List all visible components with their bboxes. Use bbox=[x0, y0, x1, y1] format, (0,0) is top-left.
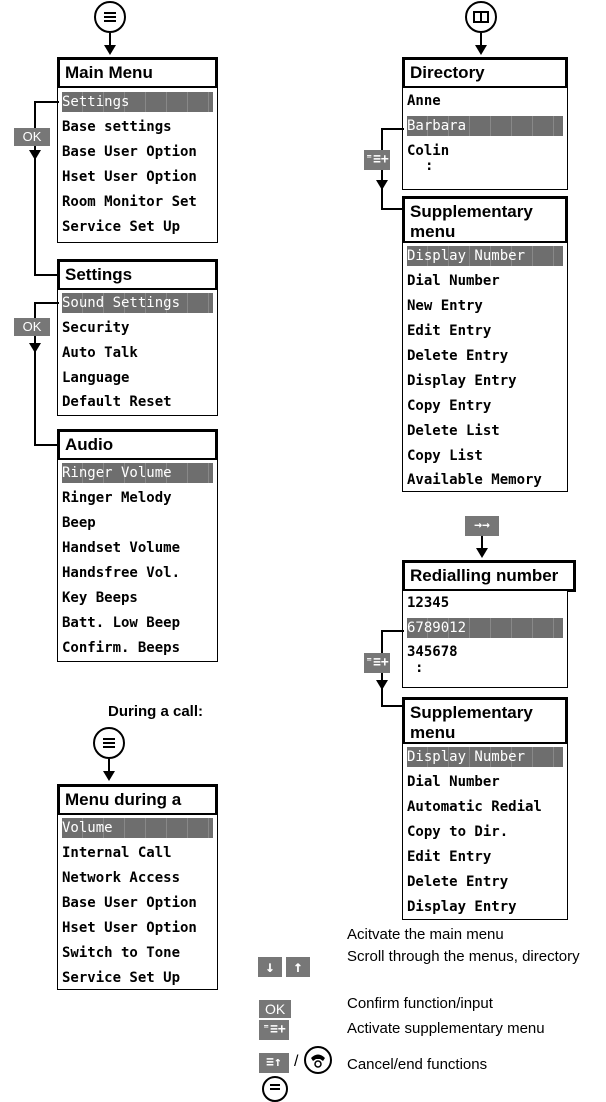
menu-item[interactable]: Display Number bbox=[407, 246, 563, 266]
directory-entry[interactable]: Barbara bbox=[407, 116, 563, 136]
directory-title: Directory bbox=[402, 57, 568, 89]
menu-item[interactable]: Internal Call bbox=[62, 845, 172, 861]
redial-number: : bbox=[415, 660, 424, 676]
menu-item[interactable]: Base User Option bbox=[62, 895, 197, 911]
supplementary-menu-icon: ⁼≡+ bbox=[259, 1020, 289, 1040]
legend-confirm: Confirm function/input bbox=[347, 995, 493, 1012]
menu-item[interactable]: Delete Entry bbox=[407, 348, 509, 364]
during-call-label: During a call: bbox=[108, 703, 204, 720]
settings-menu-title: Settings bbox=[57, 259, 218, 291]
menu-item[interactable]: Hset User Option bbox=[62, 169, 197, 185]
menu-item[interactable]: Room Monitor Set bbox=[62, 194, 197, 210]
ok-key[interactable]: OK bbox=[14, 128, 50, 146]
menu-item[interactable]: Sound Settings bbox=[62, 293, 213, 313]
menu-item[interactable]: Auto Talk bbox=[62, 345, 138, 361]
audio-menu-list: Ringer Volume Ringer Melody Beep Handset… bbox=[57, 459, 218, 662]
main-menu-title: Main Menu bbox=[57, 57, 218, 89]
down-arrow-key[interactable]: ↓ bbox=[258, 957, 282, 977]
supplementary-menu-list: Display Number Dial Number Automatic Red… bbox=[402, 743, 568, 920]
call-menu-title: Menu during a call bbox=[57, 784, 218, 829]
menu-item[interactable]: Copy to Dir. bbox=[407, 824, 509, 840]
redial-number[interactable]: 6789012 bbox=[407, 618, 563, 638]
up-arrow-key[interactable]: ↑ bbox=[286, 957, 310, 977]
slash-separator: / bbox=[294, 1053, 299, 1070]
cancel-menu-icon: ≡↑ bbox=[259, 1053, 289, 1073]
redial-title: Redialling number bbox=[402, 560, 576, 592]
menu-item[interactable]: Network Access bbox=[62, 870, 181, 886]
menu-item[interactable]: Hset User Option bbox=[62, 920, 197, 936]
settings-menu-list: Sound Settings Security Auto Talk Langua… bbox=[57, 289, 218, 416]
menu-item[interactable]: Base User Option bbox=[62, 144, 197, 160]
supplementary-menu-key[interactable]: ⁼≡+ bbox=[364, 653, 390, 673]
menu-item[interactable]: Settings bbox=[62, 92, 213, 112]
directory-entry: : bbox=[425, 158, 434, 174]
menu-item[interactable]: Confirm. Beeps bbox=[62, 640, 181, 656]
menu-item[interactable]: Edit Entry bbox=[407, 323, 492, 339]
audio-menu-title: Audio bbox=[57, 429, 218, 461]
legend-scroll: Scroll through the menus, directory bbox=[347, 948, 580, 965]
menu-item[interactable]: Volume bbox=[62, 818, 213, 838]
book-key-icon[interactable] bbox=[465, 1, 497, 33]
legend-main-menu: Acitvate the main menu bbox=[347, 926, 504, 943]
menu-item[interactable]: Service Set Up bbox=[62, 970, 181, 986]
supplementary-menu-title: Supplementary menu bbox=[402, 697, 568, 745]
directory-list: Anne Barbara Colin : bbox=[402, 87, 568, 190]
redial-number[interactable]: 345678 bbox=[407, 644, 458, 660]
end-call-icon bbox=[304, 1046, 332, 1074]
redial-key[interactable]: →→ bbox=[465, 516, 499, 536]
menu-item[interactable]: Key Beeps bbox=[62, 590, 138, 606]
menu-key-icon[interactable] bbox=[94, 1, 126, 33]
menu-item[interactable]: Delete List bbox=[407, 423, 500, 439]
legend-cancel: Cancel/end functions bbox=[347, 1056, 488, 1073]
menu-key-icon[interactable] bbox=[93, 727, 125, 759]
menu-item[interactable]: New Entry bbox=[407, 298, 483, 314]
menu-item[interactable]: Available Memory bbox=[407, 472, 542, 488]
directory-entry[interactable]: Anne bbox=[407, 93, 441, 109]
menu-item[interactable]: Copy Entry bbox=[407, 398, 492, 414]
ok-key[interactable]: OK bbox=[14, 318, 50, 336]
menu-item[interactable]: Display Entry bbox=[407, 373, 517, 389]
menu-item[interactable]: Ringer Melody bbox=[62, 490, 172, 506]
menu-item[interactable]: Base settings bbox=[62, 119, 172, 135]
menu-item[interactable]: Dial Number bbox=[407, 774, 500, 790]
menu-item[interactable]: Batt. Low Beep bbox=[62, 615, 181, 631]
menu-item[interactable]: Display Entry bbox=[407, 899, 517, 915]
menu-item[interactable]: Default Reset bbox=[62, 394, 172, 410]
main-menu-list: Settings Base settings Base User Option … bbox=[57, 87, 218, 243]
call-menu-list: Volume Internal Call Network Access Base… bbox=[57, 814, 218, 990]
ok-key-icon: OK bbox=[259, 1000, 292, 1018]
redial-list: 12345 6789012 345678 : bbox=[402, 590, 568, 688]
menu-item[interactable]: Edit Entry bbox=[407, 849, 492, 865]
menu-item[interactable]: Display Number bbox=[407, 747, 563, 767]
supplementary-menu-key[interactable]: ⁼≡+ bbox=[364, 150, 390, 170]
supplementary-menu-list: Display Number Dial Number New Entry Edi… bbox=[402, 242, 568, 492]
menu-item[interactable]: Handset Volume bbox=[62, 540, 181, 556]
menu-item[interactable]: Handsfree Vol. bbox=[62, 565, 181, 581]
menu-item[interactable]: Security bbox=[62, 320, 130, 336]
directory-entry[interactable]: Colin bbox=[407, 143, 450, 159]
menu-item[interactable]: Switch to Tone bbox=[62, 945, 181, 961]
redial-number[interactable]: 12345 bbox=[407, 595, 450, 611]
menu-item[interactable]: Delete Entry bbox=[407, 874, 509, 890]
menu-item[interactable]: Service Set Up bbox=[62, 219, 181, 235]
menu-item[interactable]: Beep bbox=[62, 515, 96, 531]
menu-item[interactable]: Language bbox=[62, 370, 130, 386]
legend-supplementary: Activate supplementary menu bbox=[347, 1020, 545, 1037]
supplementary-menu-title: Supplementary menu bbox=[402, 196, 568, 244]
menu-item[interactable]: Automatic Redial bbox=[407, 799, 542, 815]
menu-icon bbox=[262, 1076, 288, 1102]
menu-item[interactable]: Ringer Volume bbox=[62, 463, 213, 483]
menu-item[interactable]: Copy List bbox=[407, 448, 483, 464]
menu-item[interactable]: Dial Number bbox=[407, 273, 500, 289]
